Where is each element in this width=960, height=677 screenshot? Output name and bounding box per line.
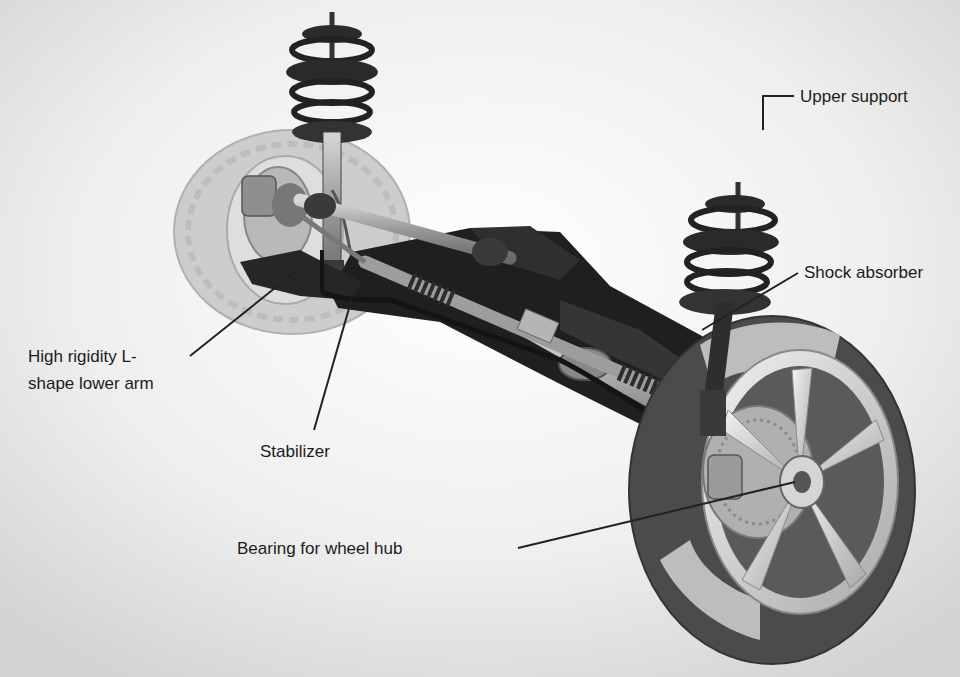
part-label: Shock absorber [804,259,923,286]
right-strut [679,182,779,436]
part-label: Upper support [800,83,908,110]
part-label: Bearing for wheel hub [237,535,402,562]
part-label: High rigidity L-shape lower arm [28,343,178,397]
right-wheel [629,316,915,664]
lower-arm [240,250,362,300]
part-label: Stabilizer [260,438,330,465]
leader-lines [190,96,798,548]
stabilizer-link [320,250,324,292]
